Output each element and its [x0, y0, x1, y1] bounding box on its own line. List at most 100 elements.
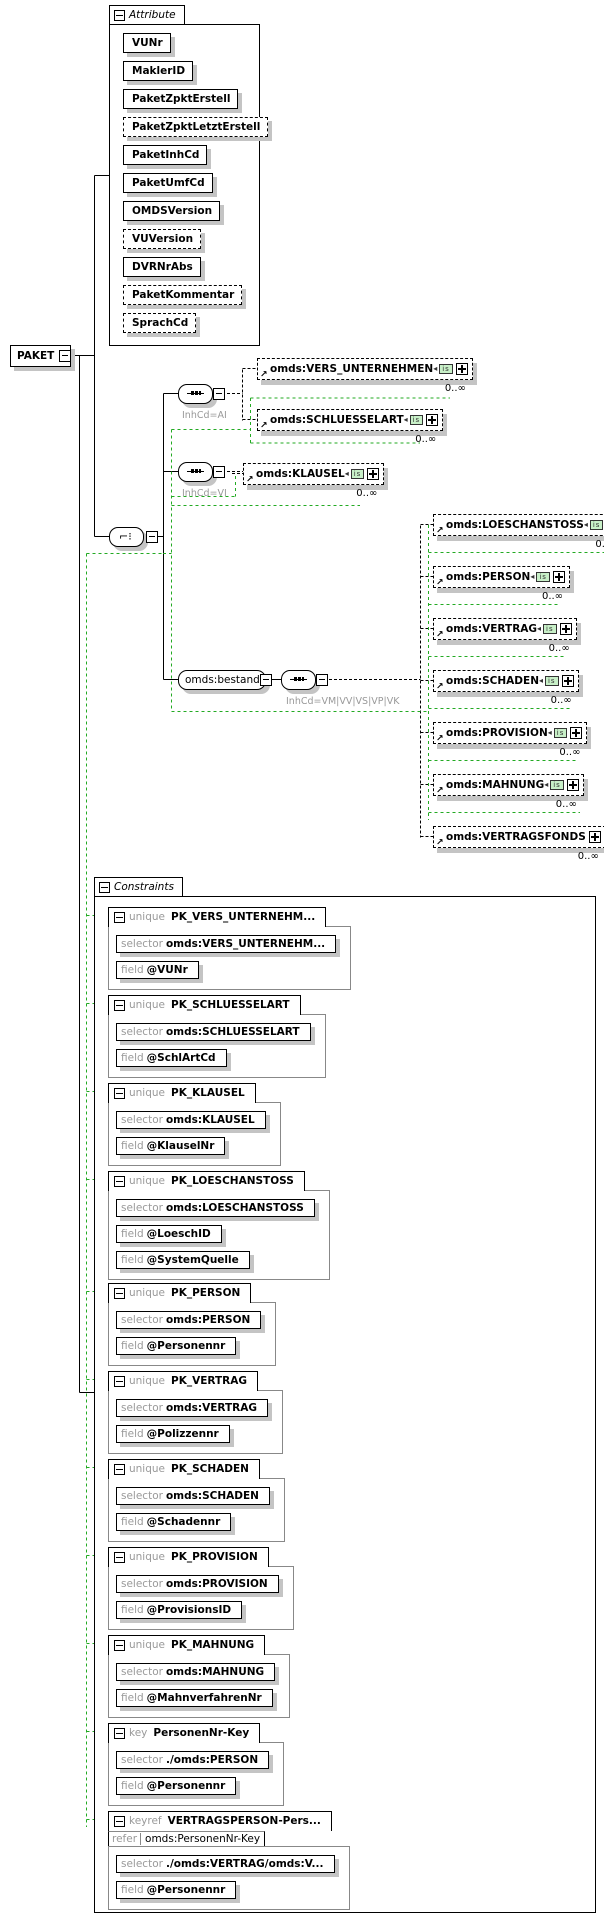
field-row[interactable]: field@LoeschID	[116, 1225, 222, 1243]
field-label: field	[121, 1516, 144, 1528]
collapse-minus-icon[interactable]	[213, 388, 225, 400]
selector-label: selector	[121, 1114, 163, 1126]
field-row[interactable]: field@Polizzennr	[116, 1425, 230, 1443]
constraints-group-tab[interactable]: Constraints	[94, 877, 183, 897]
collapse-minus-icon[interactable]	[114, 1815, 125, 1827]
expand-plus-icon[interactable]	[566, 779, 579, 791]
collapse-minus-icon[interactable]	[114, 911, 125, 923]
expand-plus-icon[interactable]	[559, 623, 572, 635]
attribute-item[interactable]: MaklerID	[123, 61, 194, 81]
collapse-minus-icon[interactable]	[114, 9, 125, 21]
element-node[interactable]: ↗omds:VERTRAGSFONDS	[433, 826, 604, 848]
element-node[interactable]: ↗omds:VERS_UNTERNEHMENis	[257, 358, 473, 380]
element-node[interactable]: ↗omds:KLAUSELis	[243, 463, 385, 485]
field-row[interactable]: field@KlauselNr	[116, 1137, 226, 1155]
attribute-group-tab[interactable]: Attribute	[109, 5, 185, 25]
attribute-item[interactable]: DVRNrAbs	[123, 257, 201, 277]
collapse-minus-icon[interactable]	[114, 999, 125, 1011]
collapse-minus-icon[interactable]	[260, 674, 272, 686]
attribute-item[interactable]: VUNr	[123, 33, 171, 53]
selector-label: selector	[121, 1578, 163, 1590]
sequence-compositor-2[interactable]	[178, 462, 213, 482]
field-row[interactable]: field@SchlArtCd	[116, 1049, 227, 1067]
attribute-item[interactable]: SprachCd	[123, 313, 197, 333]
expand-plus-icon[interactable]	[367, 468, 380, 480]
collapse-minus-icon[interactable]	[114, 1375, 125, 1387]
field-row[interactable]: field@ProvisionsID	[116, 1601, 243, 1619]
attribute-item[interactable]: PaketZpktLetztErstell	[123, 117, 269, 137]
field-row[interactable]: field@Personennr	[116, 1337, 237, 1355]
expand-plus-icon[interactable]	[455, 363, 468, 375]
field-label: field	[121, 1428, 144, 1440]
field-row[interactable]: field@Personennr	[116, 1881, 237, 1899]
element-node[interactable]: ↗omds:LOESCHANSTOSSis	[433, 514, 604, 536]
attribute-item[interactable]: PaketZpktErstell	[123, 89, 239, 109]
collapse-minus-icon[interactable]	[114, 1087, 125, 1099]
element-node[interactable]: ↗omds:PROVISIONis	[433, 722, 588, 744]
collapse-minus-icon[interactable]	[114, 1727, 125, 1739]
field-row[interactable]: field@VUNr	[116, 961, 199, 979]
field-row[interactable]: field@SystemQuelle	[116, 1251, 250, 1269]
collapse-minus-icon[interactable]	[146, 531, 158, 543]
group-bestand[interactable]: omds:bestand	[178, 670, 266, 690]
field-row[interactable]: field@Schadennr	[116, 1513, 232, 1531]
expand-plus-icon[interactable]	[426, 414, 439, 426]
element-node[interactable]: ↗omds:VERTRAGis	[433, 618, 577, 640]
expand-plus-icon[interactable]	[588, 831, 601, 843]
attribute-item[interactable]: OMDSVersion	[123, 201, 221, 221]
attribute-item[interactable]: VUVersion	[123, 229, 202, 249]
collapse-minus-icon[interactable]	[316, 674, 328, 686]
multiplicity-label: 0..∞	[541, 591, 564, 602]
element-node[interactable]: ↗omds:PERSONis	[433, 566, 570, 588]
element-node[interactable]: ↗omds:SCHADENis	[433, 670, 579, 692]
sequence-compositor-1[interactable]	[178, 384, 213, 404]
element-node[interactable]: ↗omds:MAHNUNGis	[433, 774, 584, 796]
choice-compositor[interactable]: ⌐⁝	[109, 527, 144, 547]
collapse-minus-icon[interactable]	[114, 1463, 125, 1475]
collapse-minus-icon[interactable]	[213, 466, 225, 478]
expand-plus-icon[interactable]	[561, 675, 574, 687]
expand-plus-icon[interactable]	[570, 727, 583, 739]
root-element-paket[interactable]: PAKET	[10, 345, 72, 367]
collapse-minus-icon[interactable]	[114, 1175, 125, 1187]
element-node[interactable]: ↗omds:SCHLUESSELARTis	[257, 409, 444, 431]
collapse-minus-icon[interactable]	[114, 1639, 125, 1651]
sequence-compositor-3[interactable]	[281, 670, 316, 690]
field-row[interactable]: field@Personennr	[116, 1777, 237, 1795]
collapse-minus-icon[interactable]	[114, 1287, 125, 1299]
collapse-minus-icon[interactable]	[99, 881, 110, 893]
field-row[interactable]: field@MahnverfahrenNr	[116, 1689, 273, 1707]
collapse-minus-icon[interactable]	[114, 1551, 125, 1563]
attribute-item[interactable]: PaketUmfCd	[123, 173, 213, 193]
collapse-minus-icon[interactable]	[59, 350, 71, 362]
selector-row[interactable]: selector./omds:PERSON	[116, 1751, 270, 1769]
attribute-item[interactable]: PaketKommentar	[123, 285, 243, 305]
attribute-item[interactable]: PaketInhCd	[123, 145, 208, 165]
selector-row[interactable]: selector./omds:VERTRAG/omds:V...	[116, 1855, 335, 1873]
expand-plus-icon[interactable]	[552, 571, 565, 583]
